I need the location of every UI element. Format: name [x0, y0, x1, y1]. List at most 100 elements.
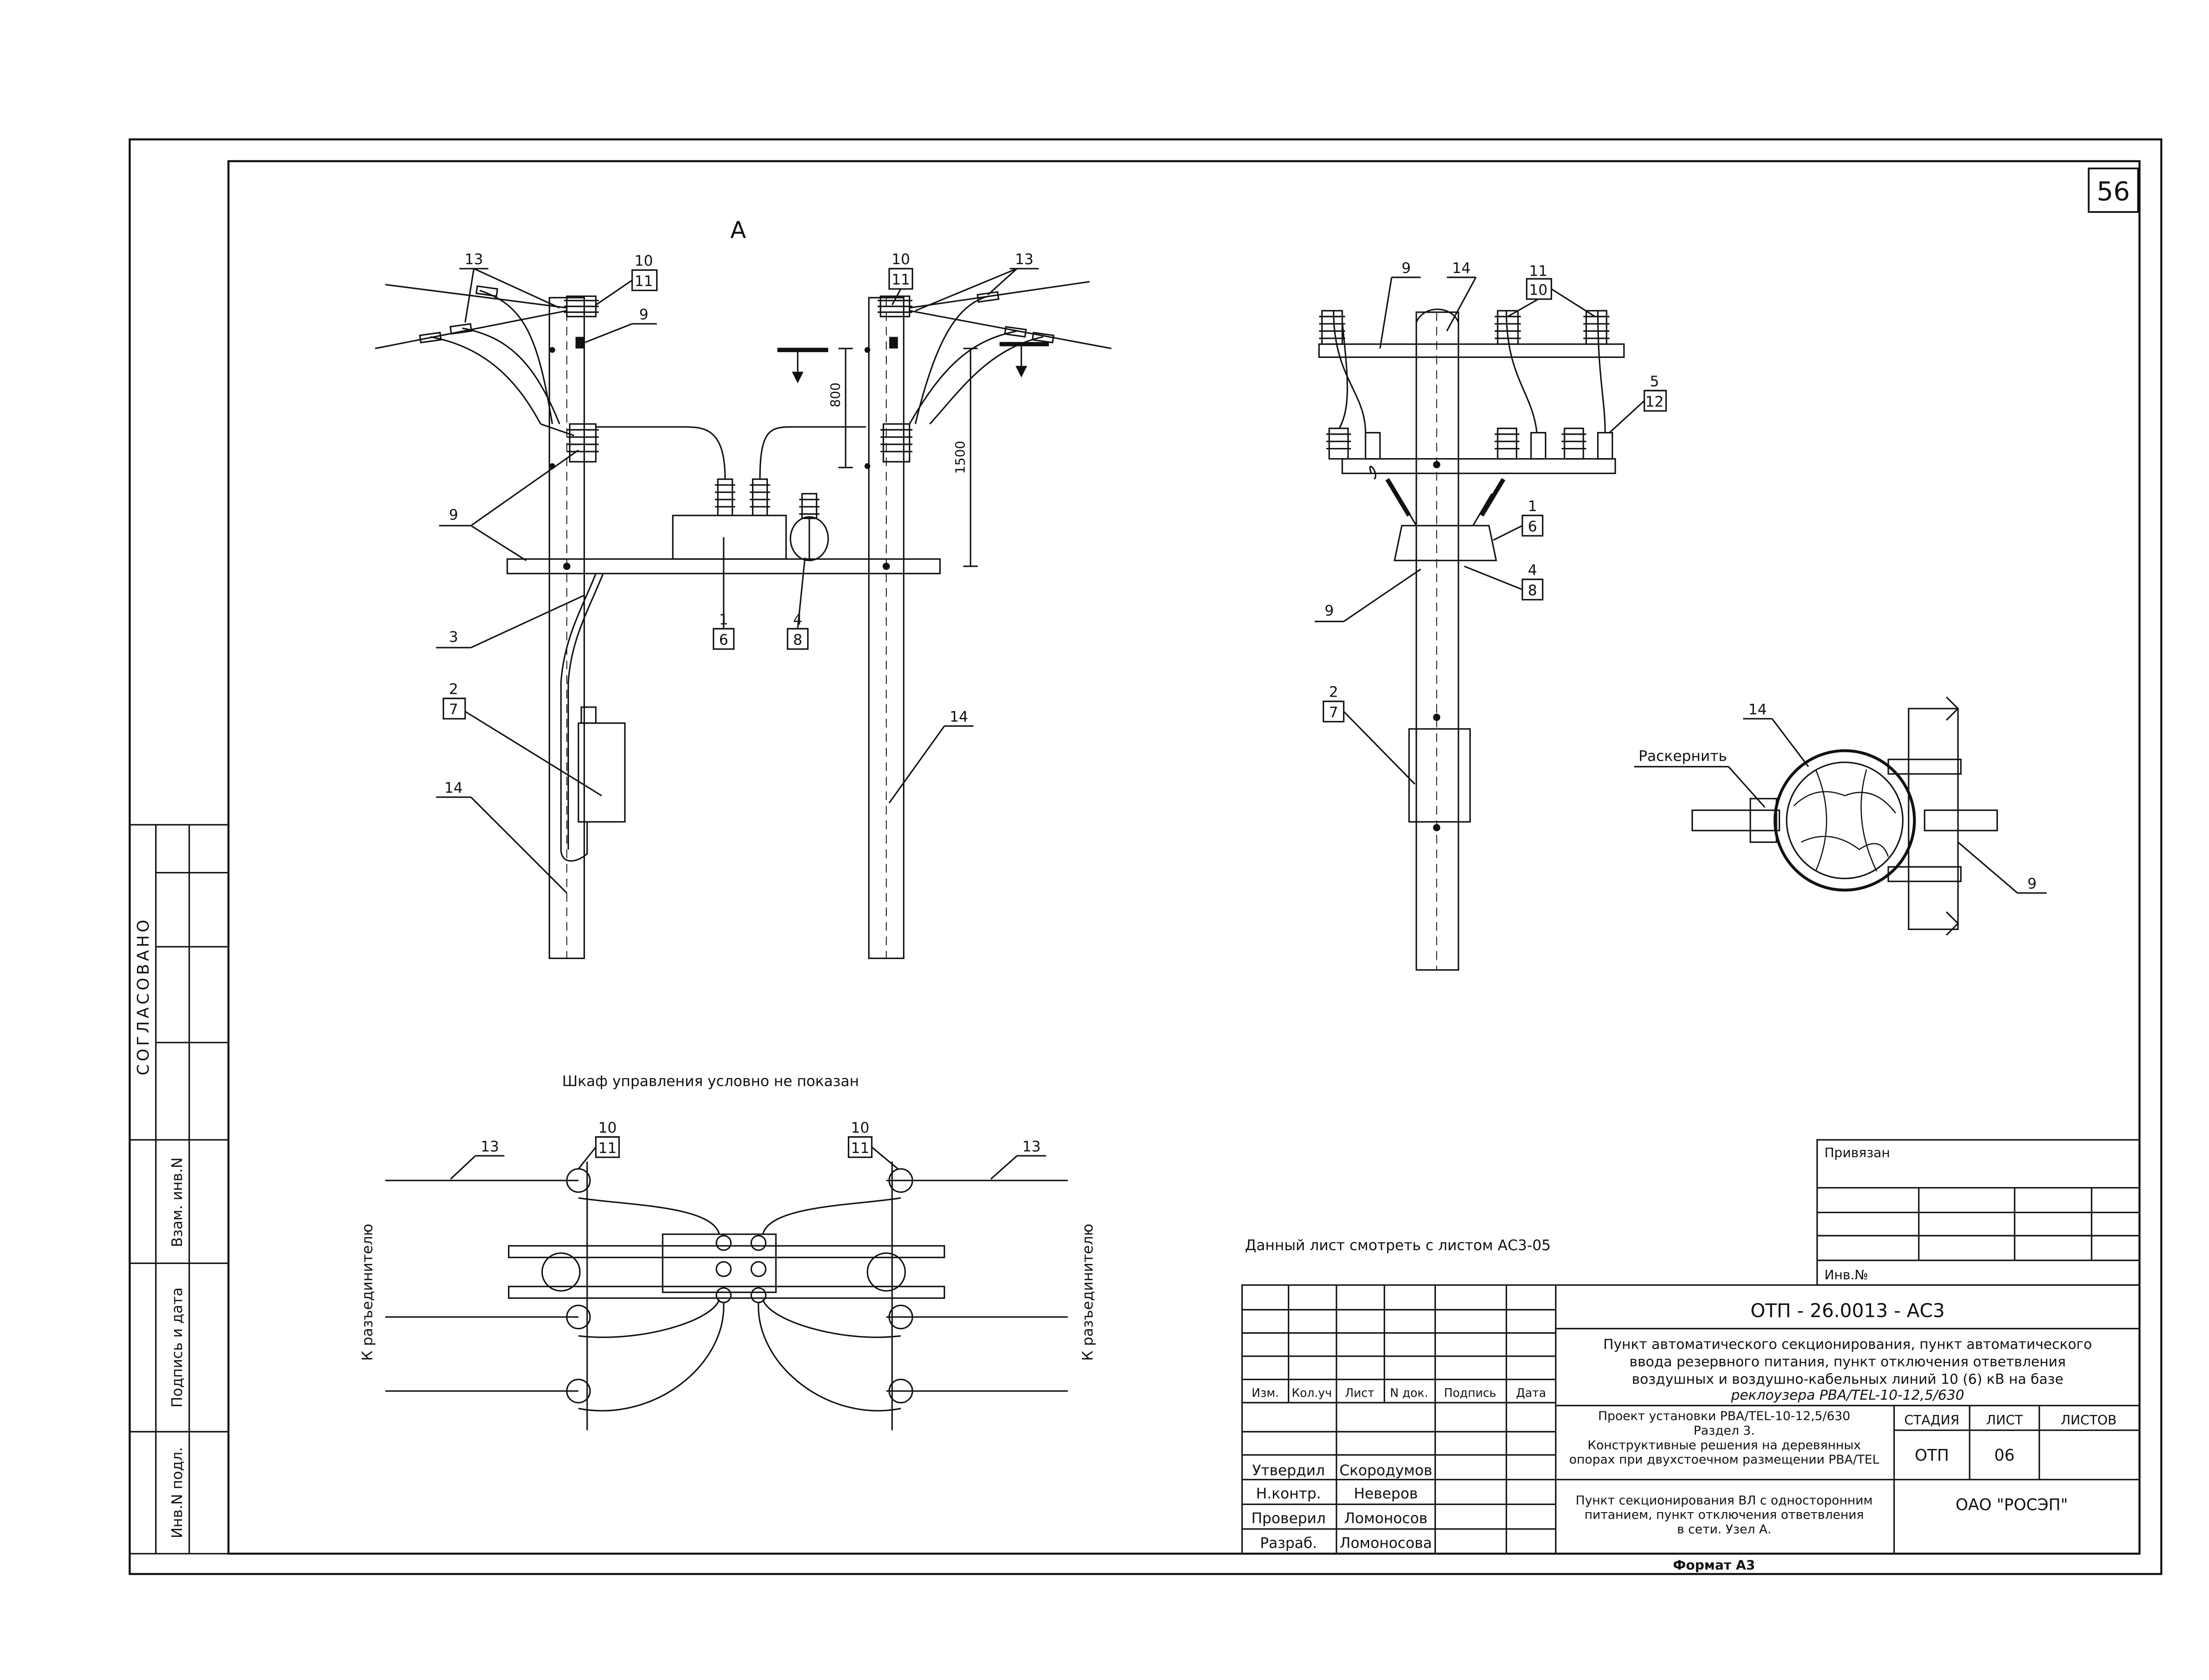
- sheet-value: 06: [1994, 1446, 2015, 1465]
- side-view: 9 14 11 10 5 12 1 6 4 8: [1314, 259, 1667, 971]
- svg-text:10: 10: [634, 252, 653, 269]
- svg-text:14: 14: [1748, 701, 1767, 718]
- side-cabinet: [1408, 728, 1471, 823]
- side-top-crossarm: [1318, 343, 1625, 358]
- replace-inv-label: Взам. инв.N: [168, 1157, 186, 1247]
- side-callouts: 9 14 11 10 5 12 1 6 4 8: [1314, 259, 1667, 785]
- svg-text:9: 9: [2027, 875, 2037, 892]
- side-pole: [1416, 311, 1459, 971]
- svg-text:1: 1: [1528, 497, 1537, 515]
- stage-value: ОТП: [1915, 1446, 1949, 1465]
- section-marker-right: [999, 342, 1049, 378]
- project-text: Проект установки РВА/TEL-10-12,5/630 Раз…: [1569, 1409, 1879, 1467]
- svg-text:Лист: Лист: [1345, 1387, 1374, 1400]
- format-label: Формат А3: [1673, 1558, 1755, 1573]
- control-cabinet: [560, 573, 626, 862]
- svg-text:12: 12: [1645, 393, 1664, 410]
- svg-text:Неверов: Неверов: [1354, 1485, 1418, 1502]
- left-top-insulators: [549, 295, 599, 469]
- svg-text:8: 8: [793, 631, 802, 648]
- svg-text:9: 9: [1401, 259, 1411, 277]
- svg-text:13: 13: [481, 1138, 499, 1155]
- svg-text:13: 13: [1022, 1138, 1041, 1155]
- to-disconnector-right: К разъединителю: [1079, 1224, 1096, 1361]
- svg-text:13: 13: [1015, 250, 1033, 268]
- svg-text:ЛИСТ: ЛИСТ: [1986, 1412, 2023, 1427]
- document-code: ОТП - 26.0013 - АС3: [1750, 1300, 1945, 1322]
- left-approval-strip: СОГЛАСОВАНО Взам. инв.N Подпись и дата И…: [129, 824, 229, 1555]
- binding-title: Привязан: [1824, 1145, 1890, 1160]
- sheet-name-text: Пункт секционирования ВЛ с односторонним…: [1575, 1493, 1872, 1536]
- svg-text:N док.: N док.: [1390, 1387, 1428, 1400]
- sheet-number: 56: [2097, 176, 2130, 207]
- svg-text:воздушных и воздушно-кабельных: воздушных и воздушно-кабельных линий 10 …: [1632, 1371, 2064, 1387]
- svg-text:10: 10: [851, 1119, 869, 1136]
- binding-inv: Инв.№: [1824, 1267, 1868, 1282]
- svg-text:14: 14: [444, 779, 463, 796]
- plan-view: Шкаф управления условно не показан К раз…: [358, 1073, 1096, 1430]
- svg-text:Раздел 3.: Раздел 3.: [1693, 1423, 1755, 1438]
- svg-text:опорах при двухстоечном размещ: опорах при двухстоечном размещении РВА/T…: [1569, 1452, 1879, 1467]
- plan-callouts: 13 10 11 10 11 13: [450, 1119, 1046, 1180]
- svg-text:11: 11: [892, 271, 910, 288]
- svg-text:реклоузера РВА/TEL-10-12,5/630: реклоузера РВА/TEL-10-12,5/630: [1731, 1388, 1964, 1403]
- view-a-callouts: 13 10 11 9 9 3 2 7 14: [436, 250, 1039, 894]
- see-sheet-note: Данный лист смотреть с листом АС3-05: [1245, 1236, 1551, 1254]
- svg-text:10: 10: [1529, 281, 1548, 298]
- section-marker-left: [777, 348, 828, 383]
- svg-text:3: 3: [449, 628, 458, 645]
- svg-text:Кол.уч: Кол.уч: [1292, 1387, 1332, 1400]
- svg-text:11: 11: [598, 1139, 617, 1157]
- svg-text:в сети. Узел А.: в сети. Узел А.: [1677, 1522, 1772, 1536]
- svg-text:14: 14: [1452, 259, 1471, 277]
- svg-text:Н.контр.: Н.контр.: [1256, 1485, 1321, 1502]
- description-text: Пункт автоматического секционирования, п…: [1603, 1337, 2092, 1403]
- svg-text:Проект установки РВА/TEL-10-12: Проект установки РВА/TEL-10-12,5/630: [1598, 1409, 1850, 1423]
- svg-text:Разраб.: Разраб.: [1260, 1534, 1317, 1551]
- inv-orig-label: Инв.N подл.: [168, 1447, 186, 1539]
- left-incoming-lines: [375, 284, 574, 436]
- pole-section-detail: Раскернить 14 9: [1634, 696, 2047, 936]
- svg-text:9: 9: [1325, 602, 1334, 619]
- svg-text:Утвердил: Утвердил: [1252, 1462, 1325, 1479]
- dim-800-text: 800: [828, 383, 843, 407]
- svg-text:ЛИСТОВ: ЛИСТОВ: [2061, 1412, 2117, 1427]
- svg-text:2: 2: [1329, 683, 1338, 701]
- svg-text:Ломоносов: Ломоносов: [1344, 1509, 1427, 1527]
- plan-phase-lines: [385, 1161, 1068, 1430]
- svg-text:Конструктивные решения на дере: Конструктивные решения на деревянных: [1587, 1437, 1861, 1452]
- sheet-number-box: 56: [2088, 167, 2139, 213]
- svg-text:7: 7: [449, 701, 458, 718]
- svg-text:9: 9: [449, 506, 458, 523]
- svg-text:Проверил: Проверил: [1251, 1509, 1325, 1527]
- dimension-800: 800: [828, 348, 853, 469]
- svg-text:6: 6: [1528, 518, 1537, 535]
- svg-text:Скородумов: Скородумов: [1340, 1462, 1432, 1479]
- svg-text:Дата: Дата: [1516, 1387, 1546, 1400]
- svg-text:ввода резервного питания, пунк: ввода резервного питания, пункт отключен…: [1629, 1354, 2066, 1370]
- side-lower-crossarm: [1341, 458, 1616, 474]
- svg-text:5: 5: [1650, 372, 1659, 390]
- view-a-front-elevation: А: [375, 217, 1112, 959]
- recloser-bushings: [715, 478, 770, 516]
- sign-date-label: Подпись и дата: [168, 1287, 186, 1407]
- svg-text:Изм.: Изм.: [1252, 1387, 1279, 1400]
- approved-label: СОГЛАСОВАНО: [133, 917, 152, 1075]
- svg-text:Пункт автоматического секциони: Пункт автоматического секционирования, п…: [1603, 1337, 2092, 1353]
- pole-cross-section: [1773, 749, 1916, 892]
- to-disconnector-left: К разъединителю: [358, 1224, 376, 1361]
- dim-1500-text: 1500: [953, 441, 968, 474]
- svg-text:11: 11: [1529, 262, 1548, 280]
- binding-block: Привязан Инв.№: [1816, 1139, 2141, 1286]
- svg-text:10: 10: [598, 1119, 617, 1136]
- svg-text:4: 4: [793, 611, 802, 628]
- svg-text:11: 11: [851, 1139, 869, 1157]
- title-block: Изм. Кол.уч Лист N док. Подпись Дата Утв…: [1241, 1284, 2141, 1555]
- svg-text:4: 4: [1528, 561, 1537, 579]
- svg-text:11: 11: [634, 273, 653, 290]
- brace-label: Раскернить: [1639, 747, 1727, 764]
- right-top-insulators: [864, 295, 913, 469]
- svg-text:СТАДИЯ: СТАДИЯ: [1904, 1412, 1959, 1427]
- svg-text:13: 13: [465, 250, 483, 268]
- svg-text:6: 6: [719, 631, 728, 648]
